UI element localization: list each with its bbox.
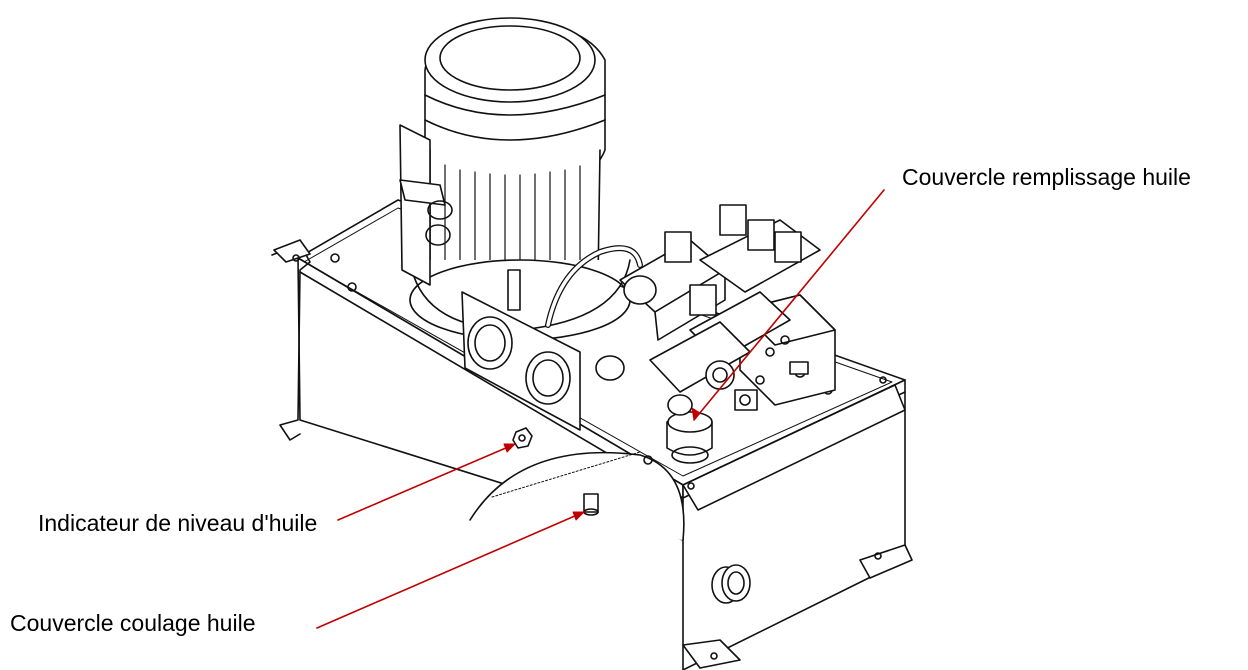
leader-arrow-drain-cap xyxy=(572,511,585,521)
leader-line-drain-cap xyxy=(316,511,585,629)
electric-motor xyxy=(399,17,631,341)
drain-cap-label: Couvercle coulage huile xyxy=(10,610,256,636)
drain-fitting xyxy=(583,493,599,516)
valve-manifold xyxy=(595,204,836,464)
leader-line-level-indicator xyxy=(337,443,516,521)
leader-arrow-level-indicator xyxy=(503,443,516,453)
leader-line-fill-cap xyxy=(693,189,885,421)
level-indicator xyxy=(512,427,533,449)
leader-arrow-fill-cap xyxy=(691,407,701,421)
level-indicator-label: Indicateur de niveau d'huile xyxy=(38,510,318,536)
gauge-panel xyxy=(461,245,643,431)
fill-cap-label: Couvercle remplissage huile xyxy=(902,164,1191,190)
